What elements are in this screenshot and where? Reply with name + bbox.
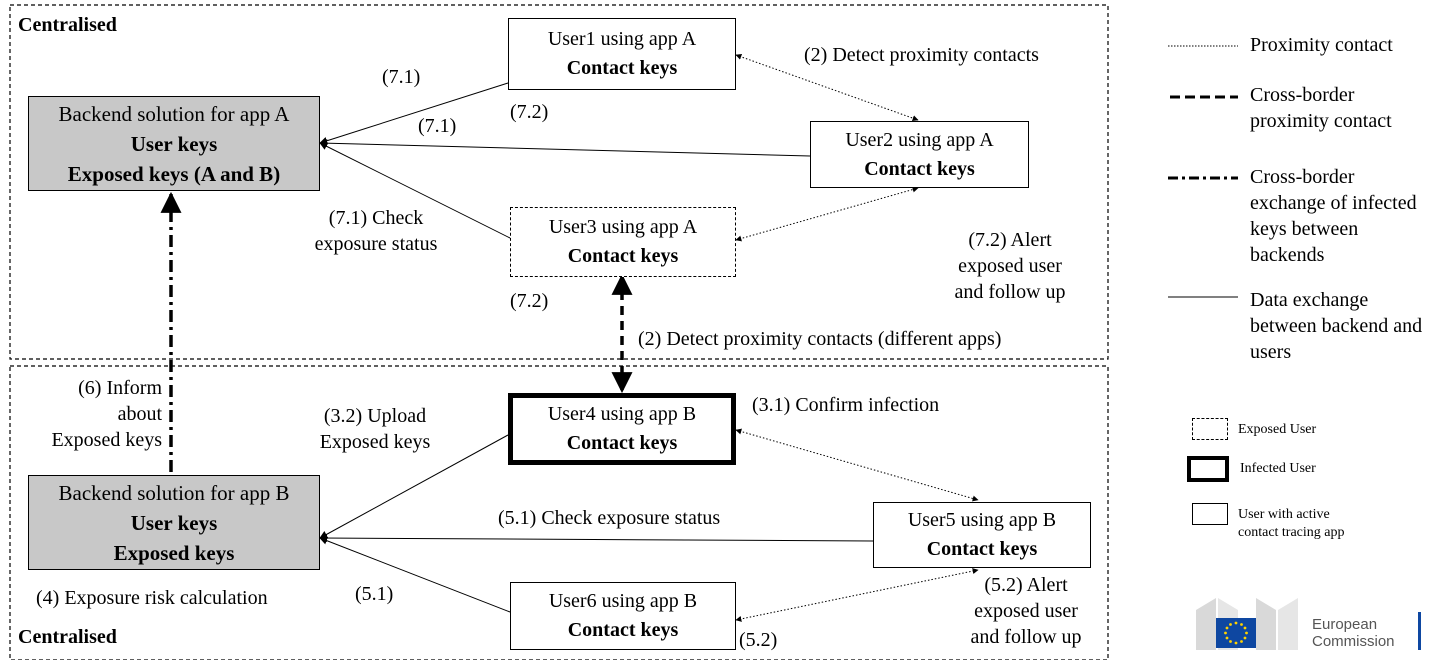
user2-box: User2 using app A Contact keys: [810, 121, 1029, 188]
user4-keys: Contact keys: [566, 432, 678, 454]
label-detect-different-apps: (2) Detect proximity contacts (different…: [638, 328, 1002, 350]
label-5-2: (5.2): [739, 629, 778, 651]
legend-infected-user: Infected User: [1240, 461, 1316, 476]
proximity-user6-user5: [735, 568, 979, 622]
backend-app-a: Backend solution for app A User keys Exp…: [28, 96, 320, 191]
user3-box: User3 using app A Contact keys: [510, 207, 736, 277]
link-backend-b-user5: [319, 534, 874, 543]
label-7-2-user3: (7.2): [510, 290, 549, 312]
backend-a-title: Backend solution for app A: [58, 101, 290, 126]
user6-keys: Contact keys: [567, 619, 679, 641]
link-backend-b-user4: [319, 434, 509, 539]
user3-keys: Contact keys: [567, 245, 679, 267]
link-backend-b-user6: [319, 536, 511, 613]
backend-b-title: Backend solution for app B: [58, 480, 290, 505]
label-confirm-infection: (3.1) Confirm infection: [752, 394, 940, 416]
ec-logo-graphic: [1196, 598, 1421, 650]
backend-a-user-keys: User keys: [130, 131, 218, 156]
top-region-frame: [9, 4, 1109, 360]
backend-b-exposed-keys: Exposed keys: [113, 540, 235, 565]
user6-title: User6 using app B: [548, 590, 698, 612]
user3-title: User3 using app A: [548, 216, 698, 238]
user5-box: User5 using app B Contact keys: [873, 502, 1091, 568]
bottom-region-label: Centralised: [18, 626, 117, 648]
user6-box: User6 using app B Contact keys: [510, 582, 736, 650]
user4-box: User4 using app B Contact keys: [508, 393, 736, 465]
top-region-label: Centralised: [18, 14, 117, 36]
user5-keys: Contact keys: [926, 538, 1038, 560]
label-check-exposure-5-1: (5.1) Check exposure status: [498, 507, 721, 529]
ec-logo-line2: Commission: [1312, 633, 1395, 650]
proximity-user1-user2: [735, 53, 919, 122]
label-7-1-user2: (7.1): [418, 115, 457, 137]
label-7-1-user1: (7.1): [382, 66, 421, 88]
user1-title: User1 using app A: [547, 28, 697, 50]
bottom-region-frame: [9, 365, 1109, 660]
proximity-user3-user2: [735, 186, 919, 242]
legend-proximity: Proximity contact: [1250, 34, 1393, 56]
legend-exposed-swatch: [1192, 418, 1228, 440]
label-detect-proximity: (2) Detect proximity contacts: [804, 44, 1039, 66]
backend-b-user-keys: User keys: [130, 510, 218, 535]
backend-app-b: Backend solution for app B User keys Exp…: [28, 475, 320, 570]
european-commission-logo: European Commission: [1186, 592, 1446, 656]
proximity-user4-user5: [735, 428, 979, 502]
label-7-2-user1: (7.2): [510, 101, 549, 123]
user2-title: User2 using app A: [845, 128, 994, 151]
label-exposure-risk: (4) Exposure risk calculation: [36, 587, 268, 609]
legend-active-swatch: [1192, 503, 1228, 525]
user4-title: User4 using app B: [547, 403, 697, 425]
user2-keys: Contact keys: [864, 157, 975, 180]
user5-title: User5 using app B: [907, 509, 1057, 531]
legend-exposed-user: Exposed User: [1238, 422, 1317, 437]
backend-a-exposed-keys: Exposed keys (A and B): [67, 161, 281, 186]
link-backend-a-user1: [319, 82, 509, 145]
legend-infected-swatch: [1187, 456, 1229, 482]
user1-box: User1 using app A Contact keys: [508, 18, 736, 90]
label-5-1: (5.1): [355, 583, 394, 605]
ec-logo-line1: European: [1312, 616, 1378, 633]
user1-keys: Contact keys: [566, 57, 678, 79]
link-backend-a-user3: [319, 142, 511, 239]
link-backend-a-user2: [319, 139, 811, 157]
